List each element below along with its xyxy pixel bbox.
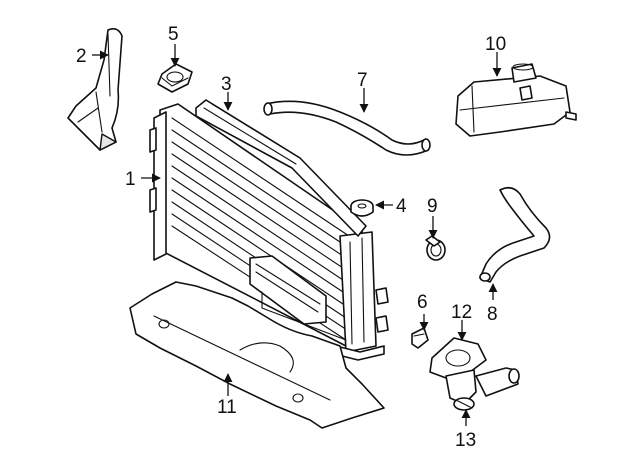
callout-5: 5 [168, 24, 179, 45]
callout-4: 4 [396, 196, 407, 217]
callout-9: 9 [427, 196, 438, 217]
leader-lines [92, 44, 502, 426]
bushing-part [350, 199, 374, 217]
callout-1: 1 [125, 169, 136, 190]
callout-6: 6 [417, 292, 428, 313]
callout-labels: 2 5 3 1 7 4 10 9 8 6 12 11 13 [76, 24, 506, 451]
callout-7: 7 [357, 70, 368, 91]
mount-insulator-part [157, 63, 193, 93]
hose-clamp-part [425, 235, 446, 261]
lower-hose-part [479, 186, 551, 283]
callout-13: 13 [455, 430, 476, 451]
coolant-reservoir-part [455, 63, 577, 137]
callout-12: 12 [451, 302, 472, 323]
thermostat-housing-part [429, 337, 520, 405]
callout-2: 2 [76, 46, 87, 67]
callout-10: 10 [485, 34, 506, 55]
upper-hose-part [263, 100, 431, 156]
thermostat-part [453, 397, 475, 411]
lower-shield-part [129, 281, 385, 429]
sensor-part [411, 327, 429, 349]
callout-3: 3 [221, 74, 232, 95]
callout-8: 8 [487, 304, 498, 325]
condenser-part [195, 99, 367, 341]
callout-11: 11 [217, 397, 237, 418]
